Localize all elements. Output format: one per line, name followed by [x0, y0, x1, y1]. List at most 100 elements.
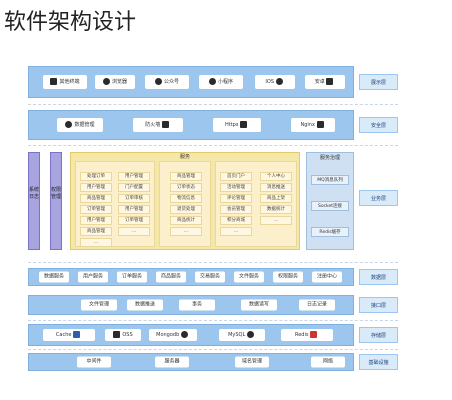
service-item: 处理订单	[80, 172, 112, 181]
interface-chip: 数据读写	[241, 299, 277, 311]
firewall-icon	[161, 121, 169, 128]
data-layer-label: 数据层	[359, 269, 398, 285]
service-item: 订单状态	[170, 183, 202, 192]
ssl-icon	[240, 121, 248, 128]
lock-icon	[65, 121, 73, 128]
storage-layer-label: 存储层	[359, 327, 398, 343]
service-item: 活动管理	[220, 183, 252, 192]
security-panel: 数据管理 防火墙 Https Nginx	[28, 110, 354, 140]
mongodb-icon	[180, 331, 188, 338]
wechat-icon	[154, 78, 162, 85]
service-item: 会员管理	[220, 205, 252, 214]
cache-icon	[73, 331, 81, 338]
security-chip-nginx: Nginx	[291, 118, 335, 132]
interface-chip: 事务	[179, 299, 215, 311]
service-item: ...	[80, 238, 112, 247]
display-panel: 其他终端 浏览器 公众号 小程序 IOS 安卓	[28, 66, 354, 98]
display-chip-mini-program: 小程序	[199, 75, 243, 89]
storage-chip-cache: Cache	[43, 329, 95, 341]
redis-icon	[310, 331, 318, 338]
service-item: 退货处理	[170, 205, 202, 214]
oss-icon	[113, 331, 121, 338]
system-log-bar: 系统日志	[28, 152, 40, 250]
business-title: 服务	[179, 154, 190, 160]
service-item: 订单管理	[80, 205, 112, 214]
data-service-chip: 商品服务	[156, 271, 186, 283]
service-item: 数据统计	[260, 205, 292, 214]
apple-icon	[275, 78, 283, 85]
permission-management-bar: 权限管理	[50, 152, 62, 250]
infrastructure-chip: 网络	[311, 356, 345, 368]
display-chip-official-account: 公众号	[145, 75, 189, 89]
service-item: 积分商城	[220, 216, 252, 225]
service-item: 商品上架	[260, 194, 292, 203]
security-layer: 数据管理 防火墙 Https Nginx 安全层	[28, 110, 398, 140]
display-chip-android: 安卓	[305, 75, 345, 89]
data-service-chip: 文件服务	[234, 271, 264, 283]
data-panel: 数据服务用户服务订单服务商品服务交易服务文件服务权限服务注册中心	[28, 268, 354, 286]
display-layer: 其他终端 浏览器 公众号 小程序 IOS 安卓 展示层	[28, 66, 398, 98]
service-item: 评论管理	[220, 194, 252, 203]
service-item: ...	[260, 216, 292, 225]
storage-chip-mongodb: Mongodb	[149, 329, 197, 341]
permission-management-label: 权限管理	[51, 187, 62, 200]
mysql-icon	[246, 331, 254, 338]
interface-chip: 数据推送	[127, 299, 163, 311]
service-item: ...	[170, 227, 202, 236]
display-chip-browser: 浏览器	[95, 75, 135, 89]
data-service-chip: 交易服务	[195, 271, 225, 283]
storage-panel: Cache OSS Mongodb MySQL Redis	[28, 324, 354, 346]
governance-item-socket: Socket连接	[311, 201, 349, 211]
service-column-2: 商品管理订单状态物流信息退货处理商品统计...	[159, 161, 211, 247]
data-service-chip: 权限服务	[273, 271, 303, 283]
service-item: 物流信息	[170, 194, 202, 203]
monitor-icon	[50, 78, 58, 85]
service-item: 商品统计	[170, 216, 202, 225]
governance-item-mq: MQ消息队列	[311, 175, 349, 185]
security-chip-https: Https	[213, 118, 261, 132]
governance-item-redis: Redis缓存	[311, 227, 349, 237]
security-chip-data-management: 数据管理	[57, 118, 103, 132]
mini-program-icon	[208, 78, 216, 85]
separator	[28, 320, 398, 321]
security-chip-firewall: 防火墙	[133, 118, 183, 132]
display-chip-ios: IOS	[255, 75, 295, 89]
infrastructure-layer: 中间件服务器域名管理网络 基础设施	[28, 353, 398, 371]
service-item: 订单管理	[118, 216, 150, 225]
service-item: 订单审核	[118, 194, 150, 203]
storage-chip-oss: OSS	[105, 329, 141, 341]
service-layer: 系统日志 权限管理 服务 处理订单用户管理商品管理订单管理用户管理商品管理...…	[28, 148, 398, 256]
service-item: 门户配置	[118, 183, 150, 192]
infrastructure-layer-label: 基础设施	[359, 354, 398, 370]
display-chip-other-terminal: 其他终端	[43, 75, 87, 89]
service-item: ...	[220, 227, 252, 236]
data-service-chip: 订单服务	[117, 271, 147, 283]
browser-icon	[102, 78, 110, 85]
governance-title: 服务治理	[319, 155, 340, 161]
storage-layer: Cache OSS Mongodb MySQL Redis 存储层	[28, 324, 398, 346]
service-item: 用户管理	[80, 183, 112, 192]
service-item: 用户管理	[80, 216, 112, 225]
data-layer: 数据服务用户服务订单服务商品服务交易服务文件服务权限服务注册中心 数据层	[28, 268, 398, 286]
separator	[28, 145, 398, 146]
service-column-1: 处理订单用户管理商品管理订单管理用户管理商品管理...用户管理门户配置订单审核用…	[75, 161, 155, 247]
service-item: 消息推送	[260, 183, 292, 192]
service-item: 商品管理	[80, 194, 112, 203]
data-service-chip: 数据服务	[39, 271, 69, 283]
infrastructure-chip: 域名管理	[235, 356, 269, 368]
display-layer-label: 展示层	[359, 74, 398, 90]
data-service-chip: 用户服务	[78, 271, 108, 283]
separator	[28, 349, 398, 350]
interface-panel: 文件管理数据推送 事务 数据读写 日志记录	[28, 295, 354, 315]
nginx-icon	[316, 121, 324, 128]
separator	[28, 262, 398, 263]
interface-chip: 文件管理	[81, 299, 117, 311]
interface-layer-label: 接口层	[359, 297, 398, 313]
service-item: 个人中心	[260, 172, 292, 181]
service-column-3: 首页门户活动管理评论管理会员管理积分商城...个人中心消息推送商品上架数据统计.…	[215, 161, 297, 247]
interface-chip: 日志记录	[299, 299, 335, 311]
separator	[28, 104, 398, 105]
service-layer-label: 业务层	[359, 190, 398, 206]
service-item: 用户管理	[118, 172, 150, 181]
page-title: 软件架构设计	[4, 10, 137, 35]
